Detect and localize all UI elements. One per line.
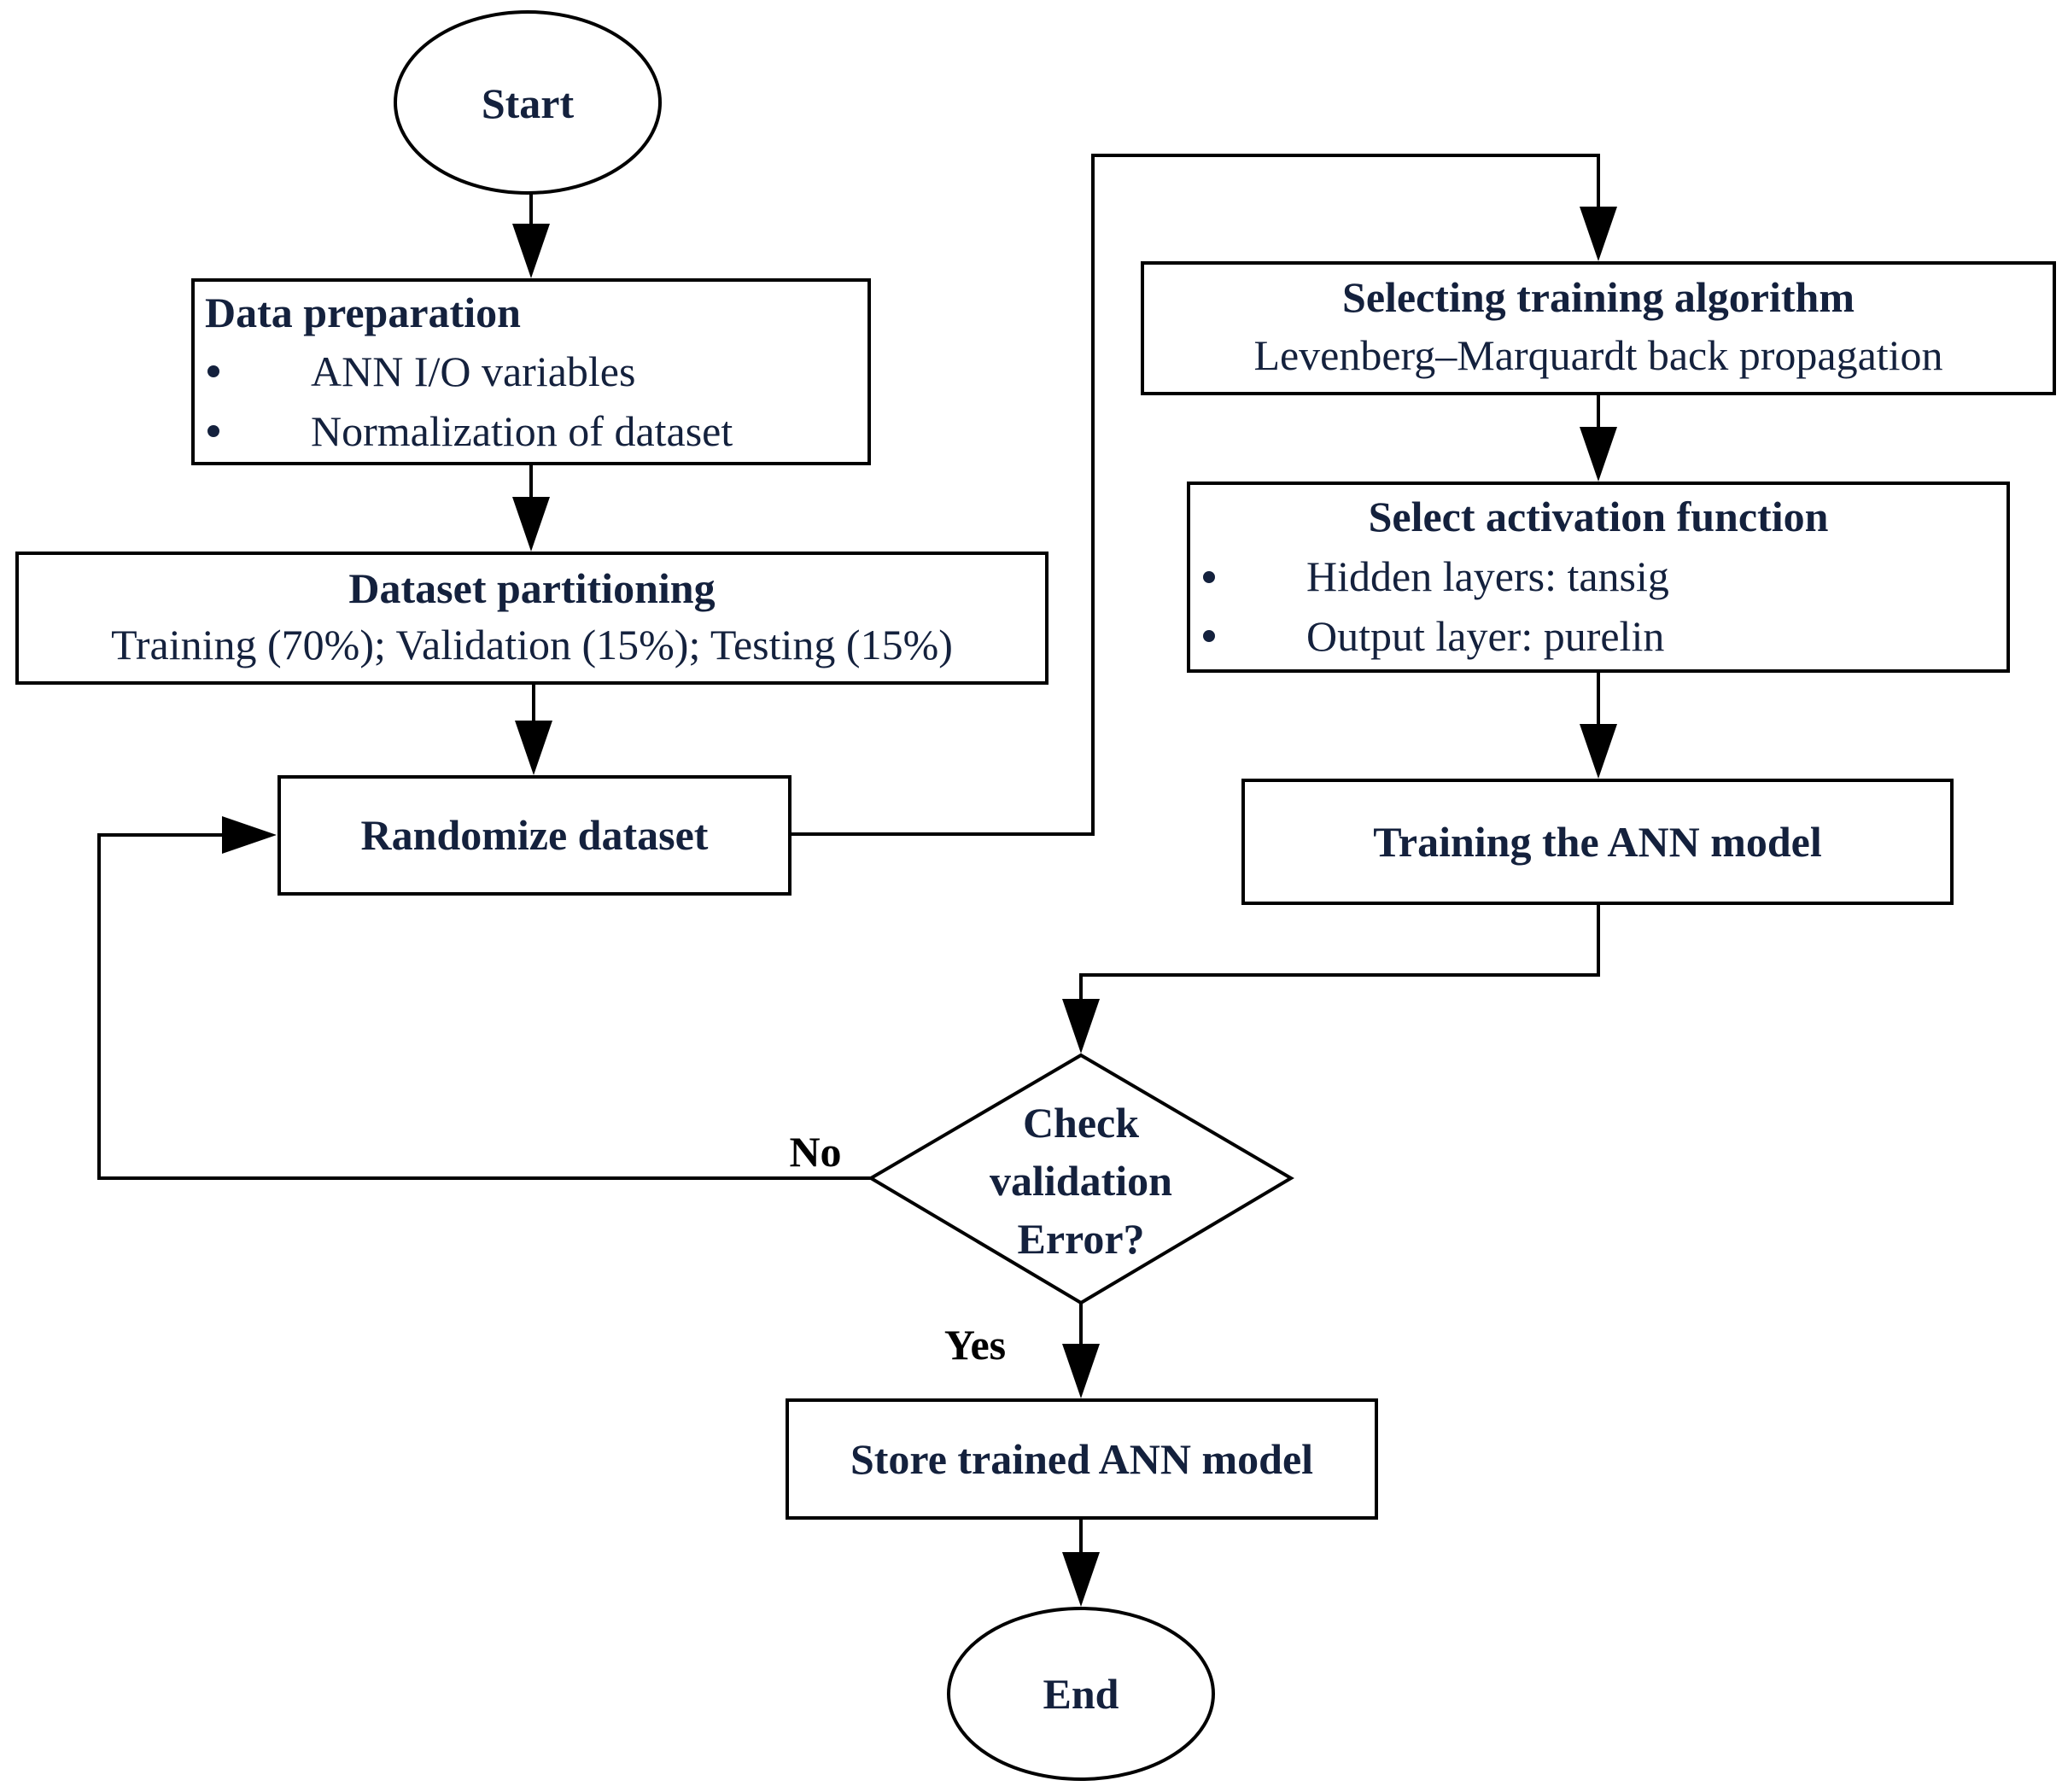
- training-model-label: Training the ANN model: [1373, 818, 1822, 866]
- activation-function-item: Hidden layers: tansig: [1306, 552, 1669, 600]
- edge-randomize-to-training-algorithm: [790, 154, 1600, 836]
- training-algorithm-box: Selecting training algorithm Levenberg–M…: [1141, 261, 2056, 395]
- activation-function-item: Output layer: purelin: [1306, 612, 1664, 660]
- dataset-partitioning-detail: Training (70%); Validation (15%); Testin…: [111, 621, 953, 668]
- arrowhead: [1580, 724, 1617, 779]
- start-node: Start: [394, 10, 662, 195]
- arrowhead: [512, 497, 550, 552]
- dataset-partitioning-box: Dataset partitioning Training (70%); Val…: [15, 552, 1049, 685]
- arrowhead: [222, 816, 277, 854]
- start-label: Start: [482, 79, 575, 127]
- store-model-box: Store trained ANN model: [786, 1398, 1378, 1520]
- store-model-label: Store trained ANN model: [850, 1435, 1313, 1483]
- yes-edge-label: Yes: [944, 1321, 1006, 1369]
- arrowhead: [512, 224, 550, 278]
- data-preparation-title: Data preparation: [205, 289, 521, 336]
- training-algorithm-detail: Levenberg–Marquardt back propagation: [1253, 331, 1942, 379]
- dataset-partitioning-title: Dataset partitioning: [348, 564, 715, 612]
- end-node: End: [947, 1607, 1215, 1781]
- arrowhead: [1062, 1552, 1100, 1607]
- arrowhead: [515, 721, 552, 775]
- decision-line: validation: [990, 1157, 1172, 1205]
- decision-line: Error?: [1017, 1215, 1144, 1263]
- arrowhead: [1062, 999, 1100, 1054]
- edge-decision-no-to-randomize: [97, 833, 871, 1180]
- decision-line: Check: [1023, 1099, 1139, 1147]
- arrowhead: [1580, 427, 1617, 482]
- training-algorithm-title: Selecting training algorithm: [1342, 273, 1855, 321]
- activation-function-box: Select activation function Hidden layers…: [1187, 482, 2010, 673]
- randomize-dataset-label: Randomize dataset: [361, 811, 709, 859]
- bullet-icon: [207, 425, 219, 437]
- bullet-icon: [207, 365, 219, 377]
- training-model-box: Training the ANN model: [1241, 779, 1954, 905]
- arrowhead: [1580, 207, 1617, 261]
- randomize-dataset-box: Randomize dataset: [277, 775, 792, 896]
- activation-function-title: Select activation function: [1369, 493, 1829, 540]
- connectors: [97, 154, 1617, 1607]
- data-preparation-box: Data preparation ANN I/O variables Norma…: [191, 278, 871, 465]
- edge-training-to-decision: [1079, 903, 1600, 999]
- data-preparation-item: Normalization of dataset: [311, 407, 733, 455]
- no-edge-label: No: [789, 1128, 841, 1176]
- end-label: End: [1043, 1670, 1119, 1718]
- bullet-icon: [1203, 630, 1215, 642]
- bullet-icon: [1203, 571, 1215, 583]
- data-preparation-item: ANN I/O variables: [311, 347, 635, 395]
- arrowhead: [1062, 1344, 1100, 1398]
- validation-decision: Check validation Error?: [867, 1053, 1294, 1305]
